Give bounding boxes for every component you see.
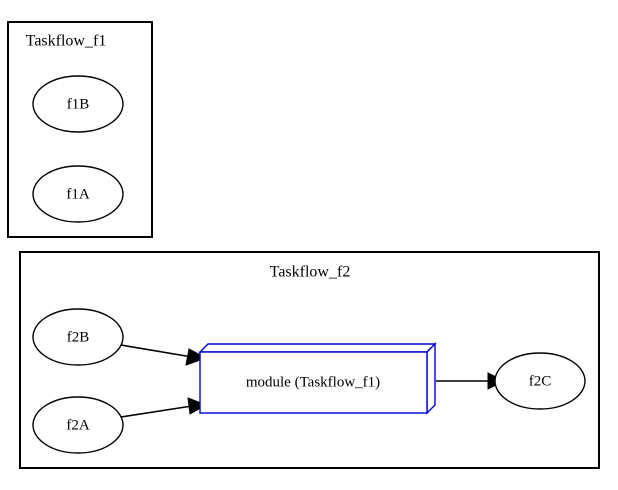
cluster-taskflow-f1: Taskflow_f1 f1B f1A: [7, 21, 153, 238]
node-f1a[interactable]: f1A: [32, 165, 124, 223]
module-box-front-face[interactable]: [199, 351, 428, 414]
node-f2a[interactable]: f2A: [32, 396, 124, 454]
module-box-side-face: [426, 342, 436, 415]
node-f1a-shape[interactable]: [32, 165, 124, 223]
cluster-f1-label: Taskflow_f1: [26, 33, 107, 50]
node-f2a-shape[interactable]: [32, 396, 124, 454]
edge-module-to-f2c: [436, 372, 506, 390]
cluster-f2-label: Taskflow_f2: [270, 264, 351, 281]
node-f1b-label: f1B: [67, 96, 90, 112]
node-module-taskflow-f1[interactable]: module (Taskflow_f1): [198, 342, 437, 415]
node-f2c[interactable]: f2C: [494, 352, 586, 410]
edge-f2a-to-module-arrowhead-icon: [187, 397, 208, 415]
node-f1b-shape[interactable]: [32, 75, 124, 133]
node-f2c-label: f2C: [529, 373, 552, 389]
module-box-top-face: [198, 343, 437, 353]
cluster-f1-border: [7, 21, 153, 238]
node-f2c-shape[interactable]: [494, 352, 586, 410]
edge-f2a-to-module-line: [120, 405, 193, 418]
node-f2b-shape[interactable]: [32, 308, 124, 366]
node-f2b[interactable]: f2B: [32, 308, 124, 366]
edge-f2a-to-module: [120, 397, 208, 418]
cluster-taskflow-f2: Taskflow_f2 f2B f2A: [19, 251, 600, 469]
node-f1a-label: f1A: [66, 186, 89, 202]
edge-f2b-to-module-arrowhead-icon: [185, 348, 208, 366]
module-box-label: module (Taskflow_f1): [246, 374, 380, 390]
cluster-f2-border: [19, 251, 600, 469]
edge-f2b-to-module-line: [120, 344, 193, 358]
node-f2b-label: f2B: [67, 329, 90, 345]
edge-f2b-to-module: [120, 344, 208, 366]
node-f1b[interactable]: f1B: [32, 75, 124, 133]
node-f2a-label: f2A: [66, 417, 89, 433]
